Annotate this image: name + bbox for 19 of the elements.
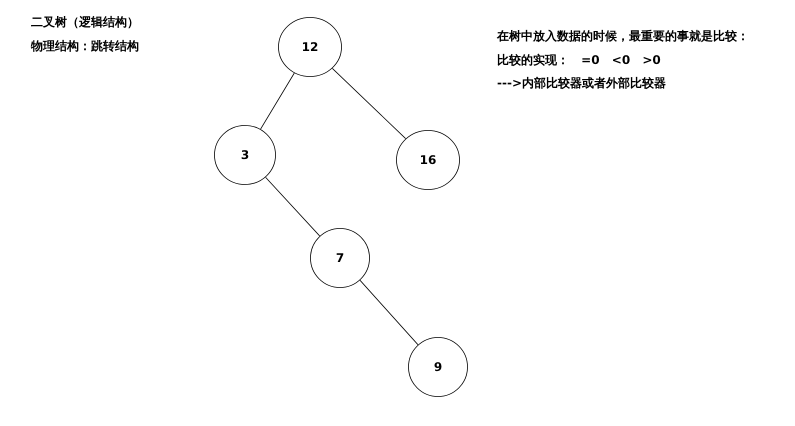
tree-node-ellipse (214, 125, 276, 185)
node-value: 16 (420, 153, 436, 167)
node-value: 12 (302, 40, 318, 54)
tree-edge (260, 72, 295, 130)
node-value: 3 (240, 148, 250, 162)
tree-edge (332, 68, 406, 139)
note-text: 比较的实现： =0 <0 >0 (497, 52, 661, 69)
tree-node-ellipse (278, 17, 342, 77)
tree-node-ellipse (408, 337, 468, 397)
note-text: 二叉树（逻辑结构） (31, 14, 139, 31)
tree-edge (360, 280, 418, 346)
note-text: 在树中放入数据的时候，最重要的事就是比较： (497, 28, 749, 45)
note-text: --->内部比较器或者外部比较器 (497, 75, 666, 92)
tree-node-ellipse (310, 228, 370, 288)
tree-edge (265, 176, 320, 236)
note-text: 物理结构：跳转结构 (31, 38, 139, 55)
node-value: 7 (336, 251, 344, 265)
tree-node-ellipse (396, 130, 460, 190)
node-value: 9 (434, 360, 442, 374)
